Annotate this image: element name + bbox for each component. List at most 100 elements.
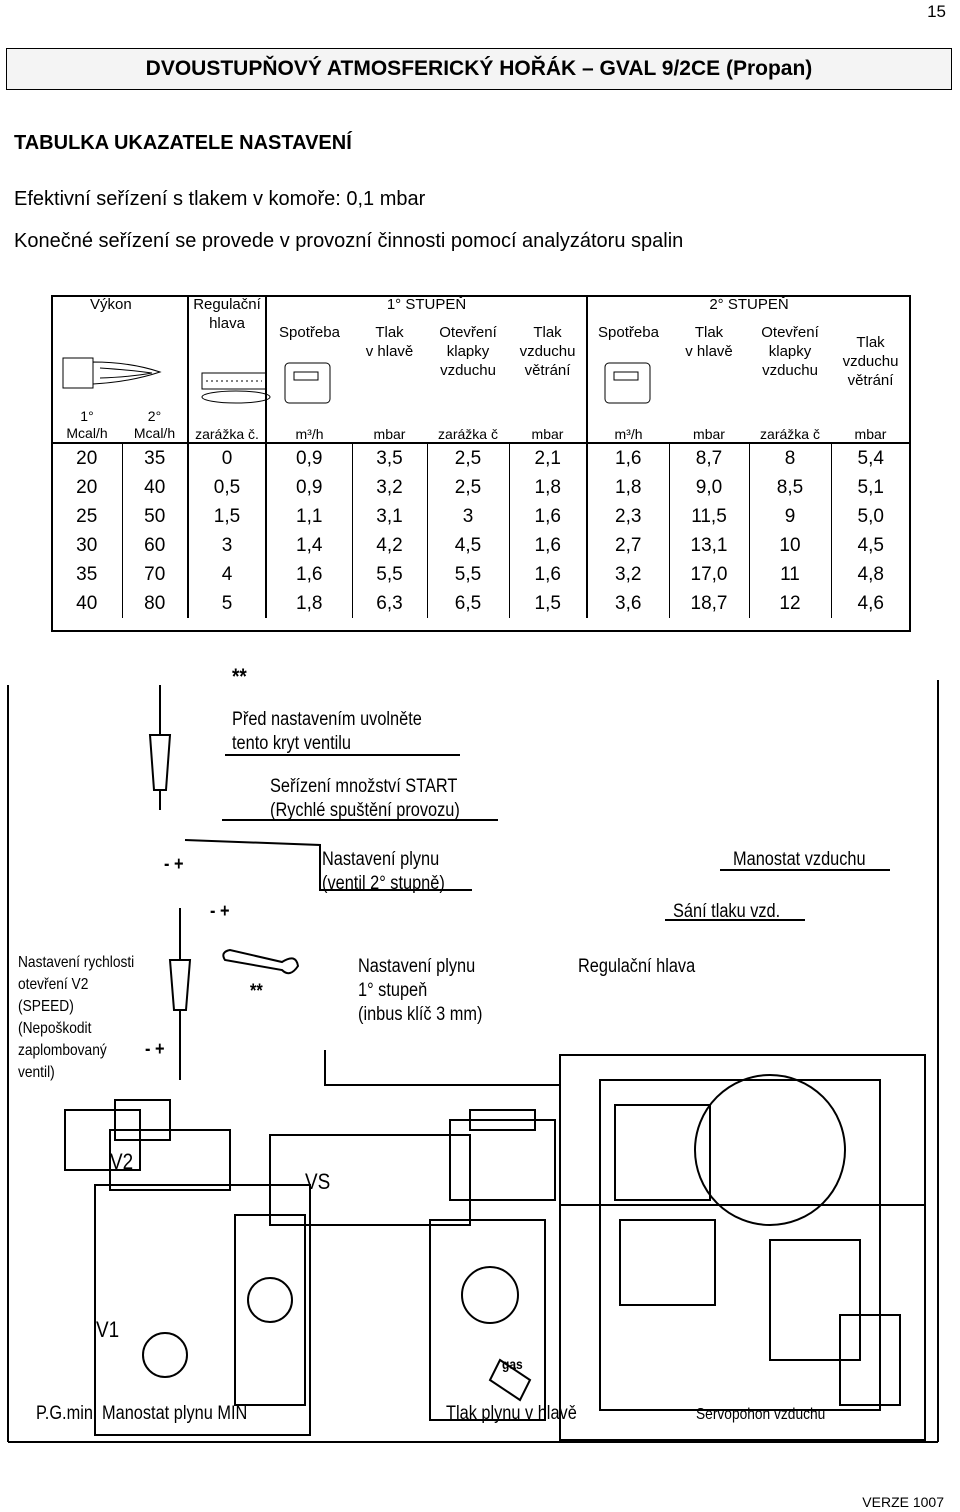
table-cell: 5,5 bbox=[352, 560, 428, 589]
header-vykon: Výkon bbox=[52, 295, 189, 408]
table-cell: 3 bbox=[427, 502, 510, 531]
table-cell: 10 bbox=[749, 531, 832, 560]
table-cell: 1,6 bbox=[509, 560, 588, 589]
mark-v2: V2 bbox=[110, 1149, 134, 1174]
table-cell: 2,7 bbox=[587, 531, 670, 560]
header-stage-1: 1° STUPEŇ bbox=[266, 295, 588, 323]
diagram-drawing bbox=[7, 680, 939, 1443]
header-spotreba-1: Spotřeba bbox=[279, 324, 340, 341]
table-cell: 17,0 bbox=[669, 560, 750, 589]
stars-mark: ** bbox=[250, 981, 263, 1002]
label-cover: Před nastavením uvolněte tento kryt vent… bbox=[232, 709, 422, 754]
table-cell: 1,5 bbox=[509, 589, 588, 618]
unit-cell: mbar bbox=[693, 426, 725, 442]
unit-cell: zarážka č bbox=[438, 426, 498, 442]
table-cell: 40 bbox=[52, 589, 123, 618]
unit-cell: zarážka č. bbox=[188, 408, 267, 443]
header-tlak-vzduchu-1: Tlak vzduchu větrání bbox=[509, 323, 588, 408]
header-tlak-hlave-2: Tlak v hlavě bbox=[685, 324, 733, 360]
table-cell: 12 bbox=[749, 589, 832, 618]
table-cell: 8,5 bbox=[749, 473, 832, 502]
label-pg-min: P.G.min. Manostat plynu MIN bbox=[36, 1403, 248, 1424]
unit-cell: mbar bbox=[854, 426, 887, 442]
label-start: Seřízení množství START (Rychlé spuštění… bbox=[270, 776, 460, 821]
gas-meter-icon bbox=[604, 362, 651, 404]
table-cell: 0,5 bbox=[188, 473, 267, 502]
table-cell: 9,0 bbox=[669, 473, 750, 502]
header-stage-2: 2° STUPEŇ bbox=[709, 296, 789, 313]
table-cell: 1,6 bbox=[509, 531, 588, 560]
table-cell: 5,1 bbox=[857, 476, 884, 498]
unit-cell: m³/h bbox=[614, 426, 643, 442]
unit-cell: zarážka č bbox=[760, 426, 820, 442]
table-cell: 20 bbox=[52, 473, 123, 502]
label-regulating-head: Regulační hlava bbox=[578, 956, 696, 977]
table-cell: 11 bbox=[749, 560, 832, 589]
table-cell: 5,0 bbox=[857, 505, 884, 527]
table-cell: 1,6 bbox=[587, 442, 670, 473]
header-tlak-vzduchu-2: Tlak vzduchu větrání bbox=[842, 334, 899, 389]
table-cell: 1,8 bbox=[266, 589, 353, 618]
stars-note: ** bbox=[232, 664, 247, 689]
adjust-sign: - + bbox=[210, 901, 230, 922]
table-cell: 40 bbox=[122, 473, 189, 502]
label-gas-stage1: Nastavení plynu 1° stupeň (inbus klíč 3 … bbox=[358, 956, 483, 1025]
unit-cell: mbar bbox=[509, 408, 588, 443]
section-heading: TABULKA UKAZATELE NASTAVENÍ bbox=[14, 132, 352, 154]
unit-cell: mbar bbox=[373, 426, 406, 442]
table-cell: 5 bbox=[188, 589, 267, 618]
unit-cell: 2° Mcal/h bbox=[122, 408, 189, 443]
table-cell: 1,5 bbox=[188, 502, 267, 531]
page-number: 15 bbox=[927, 2, 946, 21]
table-cell: 3,6 bbox=[587, 589, 670, 618]
table-cell: 4,2 bbox=[352, 531, 428, 560]
table-cell: 4 bbox=[188, 560, 267, 589]
table-cell: 1,8 bbox=[509, 473, 588, 502]
unit-cell: 1° Mcal/h bbox=[66, 408, 108, 441]
gas-meter-icon bbox=[284, 362, 331, 404]
table-cell: 4,5 bbox=[857, 534, 884, 556]
table-cell: 25 bbox=[52, 502, 123, 531]
table-cell: 30 bbox=[52, 531, 123, 560]
settings-table: Výkon Regulační hlava 1° STUPEŇ 2° STUPE… bbox=[52, 295, 910, 618]
table-cell: 0 bbox=[188, 442, 267, 473]
table-cell: 4,5 bbox=[427, 531, 510, 560]
table-cell: 8,7 bbox=[669, 442, 750, 473]
regulating-head-icon bbox=[201, 372, 271, 404]
table-cell: 1,8 bbox=[587, 473, 670, 502]
table-cell: 0,9 bbox=[266, 473, 353, 502]
table-cell: 3 bbox=[188, 531, 267, 560]
label-gas-head-pressure: Tlak plynu v hlavě bbox=[446, 1403, 577, 1424]
document-title: DVOUSTUPŇOVÝ ATMOSFERICKÝ HOŘÁK – GVAL 9… bbox=[6, 48, 952, 90]
table-cell: 3,5 bbox=[352, 442, 428, 473]
label-servo: Servopohon vzduchu bbox=[696, 1406, 826, 1423]
table-cell: 20 bbox=[52, 442, 123, 473]
table-cell: 13,1 bbox=[669, 531, 750, 560]
table-cell: 1,4 bbox=[266, 531, 353, 560]
table-cell: 4,6 bbox=[857, 592, 884, 614]
table-cell: 2,1 bbox=[509, 442, 588, 473]
table-cell: 70 bbox=[122, 560, 189, 589]
header-spotreba-2: Spotřeba bbox=[598, 324, 659, 341]
table-cell: 2,3 bbox=[587, 502, 670, 531]
valve-diagram: ** Před nastavením uvolněte tento kryt v… bbox=[0, 660, 960, 1460]
table-cell: 1,6 bbox=[266, 560, 353, 589]
table-cell: 80 bbox=[122, 589, 189, 618]
header-tlak-hlave-1: Tlak v hlavě bbox=[365, 324, 414, 360]
adjust-sign: - + bbox=[164, 854, 184, 875]
table-cell: 2,5 bbox=[427, 473, 510, 502]
header-otevreni-1: Otevření klapky vzduchu bbox=[439, 324, 497, 379]
table-cell: 3,2 bbox=[352, 473, 428, 502]
unit-cell: m³/h bbox=[295, 426, 324, 442]
table-cell: 0,9 bbox=[266, 442, 353, 473]
label-gas-stage2: Nastavení plynu (ventil 2° stupně) bbox=[322, 849, 445, 894]
table-cell: 3,2 bbox=[587, 560, 670, 589]
table-cell: 1,1 bbox=[266, 502, 353, 531]
